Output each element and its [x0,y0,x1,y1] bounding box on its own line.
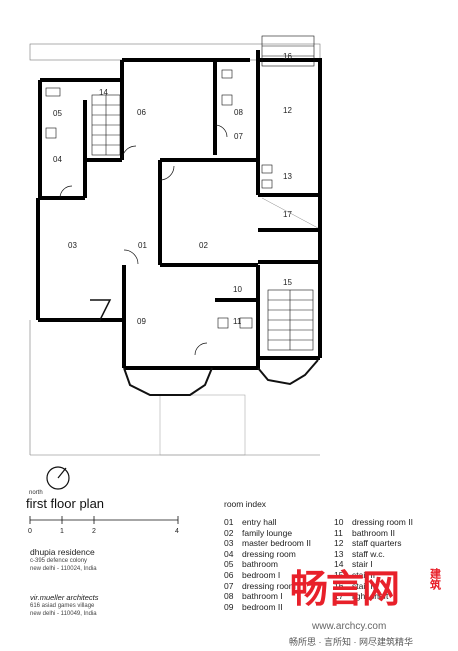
room-label: 06 [137,108,146,117]
room-index-item: 11 bathroom II [334,527,395,538]
room-index-name: stair III [352,580,378,591]
room-index-number: 14 [334,559,344,570]
north-label: north [29,490,43,496]
room-index-name: stair I [352,559,373,570]
room-index-item: 01 entry hall [224,518,277,527]
room-label: 03 [68,241,77,250]
room-index-name: dressing room [242,548,296,559]
room-index-name: bathroom [242,559,278,570]
room-index-item: 15 stair II [334,571,375,580]
room-index-name: dressing room [242,580,296,591]
room-index-item: 17 light shaft [334,592,388,601]
room-index-number: 01 [224,517,234,527]
room-index-name: bedroom I [242,570,281,580]
room-label: 08 [234,108,243,117]
room-label: 02 [199,241,208,250]
watermark-brand: 畅言网 [290,567,400,611]
room-index-item: 12 staff quarters [334,539,401,548]
room-index-number: 12 [334,538,344,549]
project-address-1: c-395 defence colony [30,558,88,564]
room-index-number: 05 [224,559,234,570]
room-index-number: 09 [224,601,234,612]
room-index-name: staff quarters [352,538,402,549]
room-label: 01 [138,241,147,250]
room-label: 05 [53,109,62,118]
room-label: 09 [137,317,146,326]
room-label: 10 [233,285,242,294]
room-index-number: 16 [334,580,344,591]
room-index-number: 07 [224,580,234,591]
room-index-name: dressing room II [352,517,413,527]
room-label: 14 [99,88,108,97]
room-label: 04 [53,155,62,164]
room-index-number: 10 [334,517,344,527]
room-label: 12 [283,106,292,115]
room-index-name: stair II [352,570,376,580]
watermark-slogan: 畅所思 · 言所知 · 网尽建筑精华 [289,637,413,647]
room-index-item: 05 bathroom [224,560,278,569]
room-index-number: 04 [224,548,234,559]
room-index-name: light shaft [352,591,389,602]
room-index-name: bathroom I [242,591,283,602]
room-index-item: 04 dressing room [224,550,296,559]
room-index-item: 02 family lounge [224,527,293,538]
room-index-name: family lounge [242,527,293,538]
room-index-item: 10 dressing room II [334,518,413,527]
room-index-number: 06 [224,570,234,580]
room-index-name: bathroom II [352,527,395,538]
project-name: dhupia residence [30,547,95,557]
room-index-name: staff w.c. [352,548,385,559]
room-index-heading: room index [224,499,267,509]
room-label: 11 [233,317,242,326]
scale-tick-4: 4 [175,528,179,535]
room-index-name: entry hall [242,517,277,527]
room-index-item: 16 stair III [334,580,378,591]
room-index-name: bedroom II [242,601,283,612]
architect-address-1: 616 asiad games village [30,603,95,609]
watermark-url: www.archcy.com [312,621,387,632]
room-index-item: 07 dressing room [224,580,296,591]
room-index-item: 14 stair I [334,560,373,569]
room-index-number: 13 [334,548,344,559]
room-index-number: 11 [334,527,343,538]
room-index-number: 03 [224,538,234,549]
scale-tick-2: 2 [92,528,96,535]
room-index-number: 17 [334,591,344,602]
architect-address-2: new delhi - 110049, India [30,611,97,617]
architect-name: vir.mueller architects [30,593,99,602]
room-label: 17 [283,210,292,219]
room-index-item: 13 staff w.c. [334,550,385,559]
watermark-brand-side: 建筑 [428,568,441,590]
room-index-number: 08 [224,591,234,602]
room-index-item: 06 bedroom I [224,571,280,580]
room-index-item: 08 bathroom I [224,592,283,601]
room-label: 13 [283,172,292,181]
room-index-name: master bedroom II [242,538,311,549]
room-index-item: 03 master bedroom II [224,539,311,548]
room-index-number: 15 [334,570,344,580]
room-index-item: 09 bedroom II [224,603,283,612]
room-label: 16 [283,52,292,61]
room-label: 15 [283,278,292,287]
room-index-number: 02 [224,527,234,538]
scale-tick-1: 1 [60,528,64,535]
scale-tick-0: 0 [28,528,32,535]
room-label: 07 [234,132,243,141]
plan-title: first floor plan [26,496,105,511]
project-address-2: new delhi - 110024, India [30,566,97,572]
